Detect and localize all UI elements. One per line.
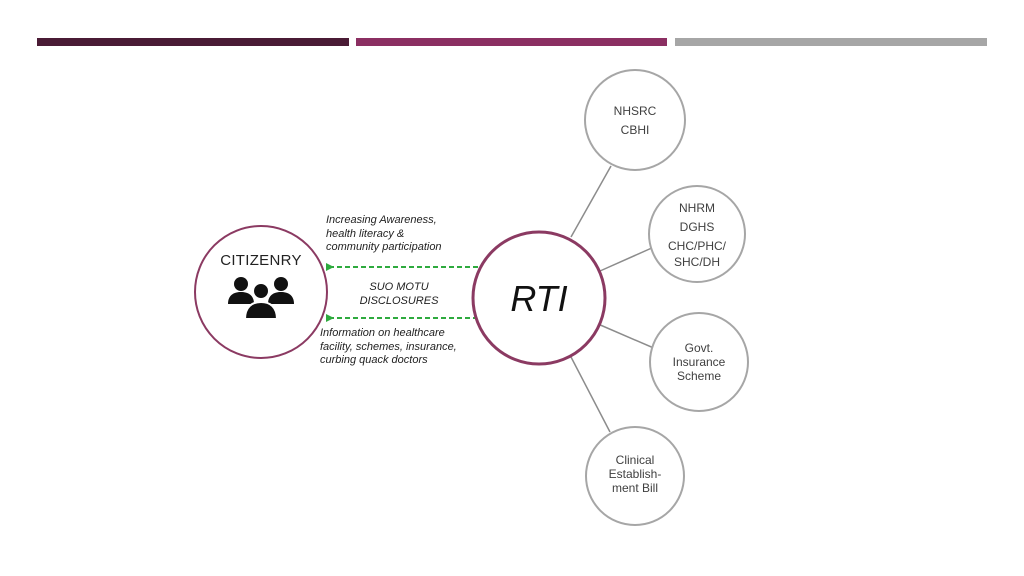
connector-govt [597, 323, 657, 350]
note-awareness: Increasing Awareness, health literacy & … [326, 214, 442, 253]
node-circle-nhrm [648, 185, 746, 283]
connector-clinical [570, 356, 611, 433]
note-information: Information on healthcare facility, sche… [320, 327, 457, 366]
note-suo-motu: SUO MOTU DISCLOSURES [359, 281, 439, 307]
node-label-nhsrc: NHSRC CBHI [613, 104, 657, 137]
connector-nhrm [599, 246, 655, 272]
node-label-nhrm: NHRM DGHS CHC/PHC/ SHC/DH [667, 201, 726, 269]
people-group-icon [228, 277, 294, 320]
node-label-govt: Govt. Insurance Scheme [672, 341, 726, 383]
header-bar-dark [37, 38, 349, 46]
node-circle-clinical [585, 426, 685, 526]
rti-label: RTI [510, 278, 568, 319]
header-bar-gray [675, 38, 987, 46]
rti-circle [471, 230, 607, 366]
connector-nhsrc [570, 165, 612, 238]
header-bar-magenta [356, 38, 667, 46]
node-label-clinical: Clinical Establish- ment Bill [608, 453, 662, 495]
citizenry-title: CITIZENRY [220, 252, 302, 269]
node-circle-govt [649, 312, 749, 412]
node-circle-nhsrc [584, 69, 686, 171]
